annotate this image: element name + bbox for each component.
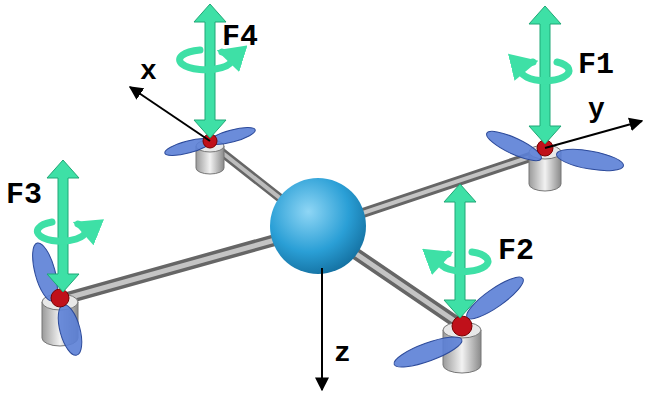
force-label: F2 — [498, 236, 534, 266]
force-label: F4 — [222, 22, 258, 52]
axis-label: z — [334, 340, 351, 368]
force-label: F1 — [578, 50, 614, 80]
axis-label: x — [140, 58, 157, 86]
force-label: F3 — [6, 180, 42, 210]
axis-label: y — [588, 96, 605, 124]
